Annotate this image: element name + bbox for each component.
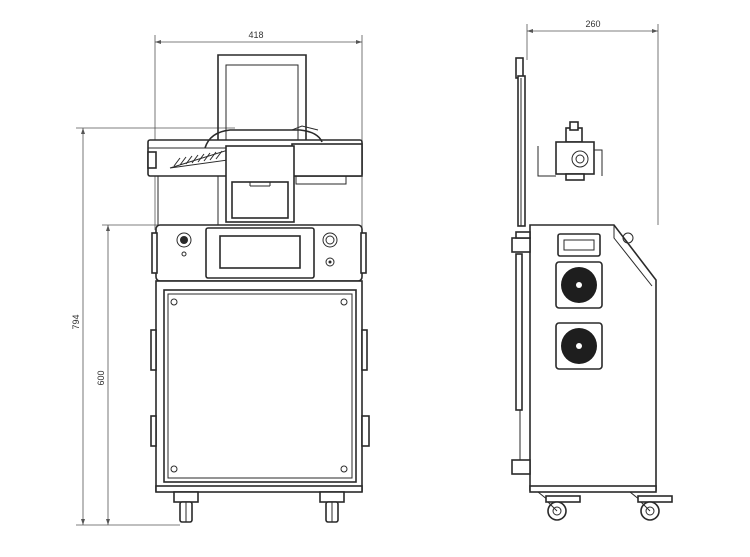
dimension-total-height: 794 [71,127,235,526]
side-wheel-right [629,491,673,521]
front-wheel-left [173,491,199,523]
side-wheel-left [537,491,581,521]
dimension-label-260: 260 [585,19,600,29]
dimension-depth-side: 260 [526,19,659,225]
front-main-cabinet [150,280,370,493]
side-view [511,57,673,521]
side-fan-upper [555,261,603,309]
side-top-connector [537,121,603,181]
front-view [147,54,370,523]
side-fan-lower [555,322,603,370]
dimension-label-600: 600 [96,370,106,385]
front-top-head [147,125,363,225]
dimension-label-418: 418 [248,30,263,40]
front-control-panel [151,224,367,282]
dimension-label-794: 794 [71,314,81,329]
front-handle [217,54,307,145]
side-cabinet [511,224,657,493]
side-handle-rail [515,57,526,227]
dimension-body-height: 600 [96,224,158,525]
front-wheel-right [319,491,345,523]
dimension-width-front: 418 [154,30,363,230]
